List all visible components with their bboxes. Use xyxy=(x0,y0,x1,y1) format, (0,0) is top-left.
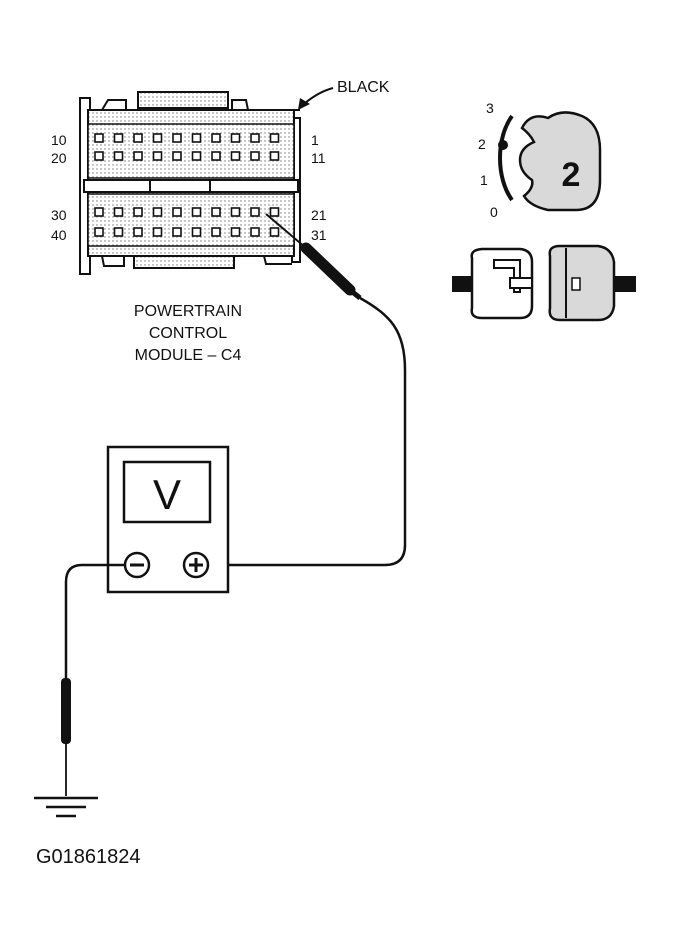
connector-lower-face xyxy=(87,193,295,247)
pin-cavity xyxy=(152,151,163,161)
ignition-switch: 3 2 1 0 2 xyxy=(478,100,602,220)
voltmeter-display xyxy=(122,460,212,524)
pin-cavity xyxy=(191,151,202,161)
pin-label-30: 30 xyxy=(51,207,67,223)
pcm-connector xyxy=(79,91,301,275)
pin-cavity xyxy=(230,227,241,237)
key-position-number: 2 xyxy=(562,156,581,194)
black-callout-arrowhead xyxy=(298,98,310,110)
pin-cavity xyxy=(113,151,124,161)
ground-symbol-icon xyxy=(34,796,98,818)
connector-latch-band xyxy=(83,179,299,193)
pin-cavity xyxy=(133,227,143,237)
pin-cavity xyxy=(172,227,182,237)
voltmeter: V xyxy=(106,445,230,594)
pin-cavity xyxy=(172,133,182,143)
pin-cavity xyxy=(269,151,280,161)
pin-label-10: 10 xyxy=(51,132,67,148)
module-name-line-1: POWERTRAIN xyxy=(134,303,242,320)
pin-cavity xyxy=(191,207,202,217)
pin-cavity xyxy=(152,207,163,217)
ignition-pointer-dot xyxy=(498,140,508,150)
pin-cavity xyxy=(94,151,104,161)
pin-label-40: 40 xyxy=(51,227,67,243)
connector-top-lug xyxy=(137,91,229,109)
pin-cavity xyxy=(250,207,260,217)
pin-cavity xyxy=(172,207,182,217)
connector-bottom-lug xyxy=(133,255,235,269)
positive-probe xyxy=(265,213,362,300)
figure-id: G01861824 xyxy=(36,846,141,868)
pin-grid xyxy=(94,133,280,237)
connector-color-label: BLACK xyxy=(337,79,390,96)
pin-label-31: 31 xyxy=(311,227,327,243)
pin-cavity xyxy=(152,227,163,237)
pin-label-1: 1 xyxy=(311,132,319,148)
voltmeter-display-reading: V xyxy=(153,471,181,518)
ignition-position-1: 1 xyxy=(480,172,488,188)
pin-label-20: 20 xyxy=(51,150,67,166)
pin-cavity xyxy=(133,151,143,161)
ignition-position-3: 3 xyxy=(486,100,494,116)
disconnected-connector-icon xyxy=(452,244,636,322)
pin-cavity xyxy=(269,207,280,217)
pin-cavity xyxy=(250,227,260,237)
key-cylinder-bezel xyxy=(498,114,514,202)
pin-cavity xyxy=(113,133,124,143)
pin-cavity xyxy=(250,133,260,143)
module-name-line-3: MODULE – C4 xyxy=(135,347,242,364)
pin-cavity xyxy=(133,207,143,217)
pin-cavity xyxy=(250,151,260,161)
connector-upper-face xyxy=(87,123,295,179)
pin-cavity xyxy=(94,227,104,237)
pin-cavity xyxy=(230,151,241,161)
connector-half-male-latch xyxy=(493,259,521,293)
pin-cavity xyxy=(230,207,241,217)
ignition-key-icon xyxy=(518,111,602,212)
pin-cavity xyxy=(211,207,221,217)
pin-label-21: 21 xyxy=(311,207,327,223)
pin-cavity xyxy=(133,133,143,143)
ignition-position-0: 0 xyxy=(490,204,498,220)
harness-wire-left xyxy=(452,276,472,292)
connector-half-female xyxy=(548,244,616,322)
pin-cavity xyxy=(94,133,104,143)
pin-cavity xyxy=(211,151,221,161)
pin-cavity xyxy=(211,133,221,143)
pin-cavity xyxy=(94,207,104,217)
module-name-line-2: CONTROL xyxy=(149,325,227,342)
pin-cavity xyxy=(172,151,182,161)
pin-cavity xyxy=(269,227,280,237)
pin-cavity xyxy=(152,133,163,143)
connector-bottom-rim xyxy=(90,255,292,267)
pin-label-11: 11 xyxy=(311,150,326,166)
ground-probe xyxy=(61,678,71,796)
ignition-position-2: 2 xyxy=(478,136,486,152)
black-callout-arrow xyxy=(303,87,334,105)
pin-cavity xyxy=(113,227,124,237)
pin-cavity xyxy=(191,227,202,237)
pin-cavity xyxy=(230,133,241,143)
positive-test-lead xyxy=(225,296,407,567)
harness-wire-right xyxy=(614,276,636,292)
pin-cavity xyxy=(211,227,221,237)
pin-cavity xyxy=(113,207,124,217)
negative-test-lead xyxy=(64,563,125,680)
pin-cavity xyxy=(269,133,280,143)
pin-cavity xyxy=(191,133,202,143)
